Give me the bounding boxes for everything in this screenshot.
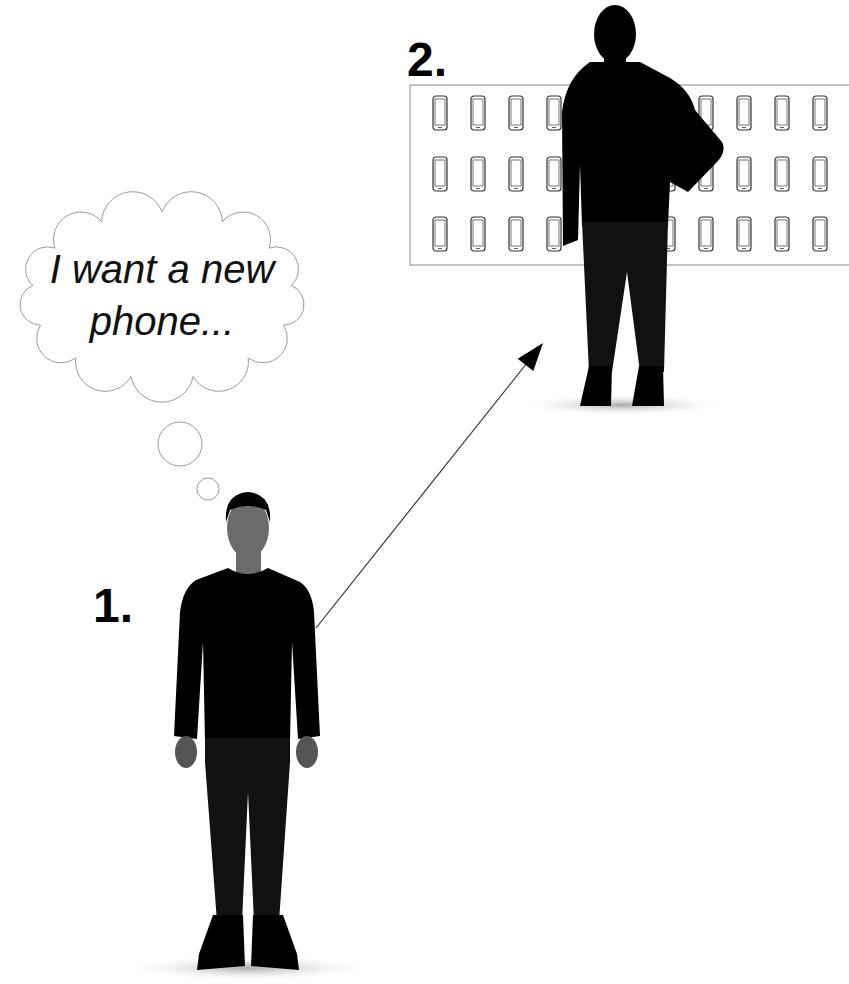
- boot: [580, 366, 612, 406]
- ground-shadow: [517, 394, 727, 416]
- torso: [562, 62, 724, 246]
- arrow-line: [316, 363, 527, 628]
- phone-icon: [813, 96, 827, 130]
- callout-number: 2.: [407, 36, 447, 84]
- hand: [296, 736, 318, 768]
- phone-icon: [813, 157, 827, 191]
- arrow-head: [518, 343, 543, 371]
- phone-icon: [471, 157, 485, 191]
- phone-icon: [813, 217, 827, 251]
- phone-icon: [547, 96, 561, 130]
- phone-icon: [433, 96, 447, 130]
- phone-icon: [699, 217, 713, 251]
- phone-icon: [547, 217, 561, 251]
- cloud-outline: [8, 188, 316, 403]
- sweater: [174, 568, 320, 742]
- phone-icon: [509, 96, 523, 130]
- phone-icon: [433, 157, 447, 191]
- legs: [205, 738, 290, 922]
- person-silhouette: [517, 5, 727, 416]
- cloud-border: [20, 191, 304, 401]
- thought-bubble: [197, 478, 219, 500]
- phone-icon: [775, 217, 789, 251]
- ground-shadow: [123, 955, 373, 981]
- phone-icon: [775, 157, 789, 191]
- thought-text: I want a new phone...: [48, 243, 276, 347]
- phone-icon: [775, 96, 789, 130]
- phone-icon: [737, 217, 751, 251]
- hand: [175, 736, 197, 768]
- phone-icon: [433, 217, 447, 251]
- phone-icon: [471, 96, 485, 130]
- pointer-arrow: [316, 343, 543, 628]
- phone-icon: [737, 157, 751, 191]
- thought-cloud: I want a new phone...: [8, 188, 316, 403]
- thought-bubble: [158, 422, 202, 466]
- boot: [251, 915, 299, 970]
- phone-icon: [547, 157, 561, 191]
- person-silhouette: [123, 492, 373, 981]
- callout-number: 1.: [93, 582, 133, 630]
- phone-icon: [509, 157, 523, 191]
- legs: [582, 222, 668, 372]
- boot: [197, 915, 245, 970]
- phone-icon: [509, 217, 523, 251]
- phone-icon: [737, 96, 751, 130]
- boot: [632, 366, 664, 406]
- hair: [226, 492, 270, 522]
- phone-icon: [471, 217, 485, 251]
